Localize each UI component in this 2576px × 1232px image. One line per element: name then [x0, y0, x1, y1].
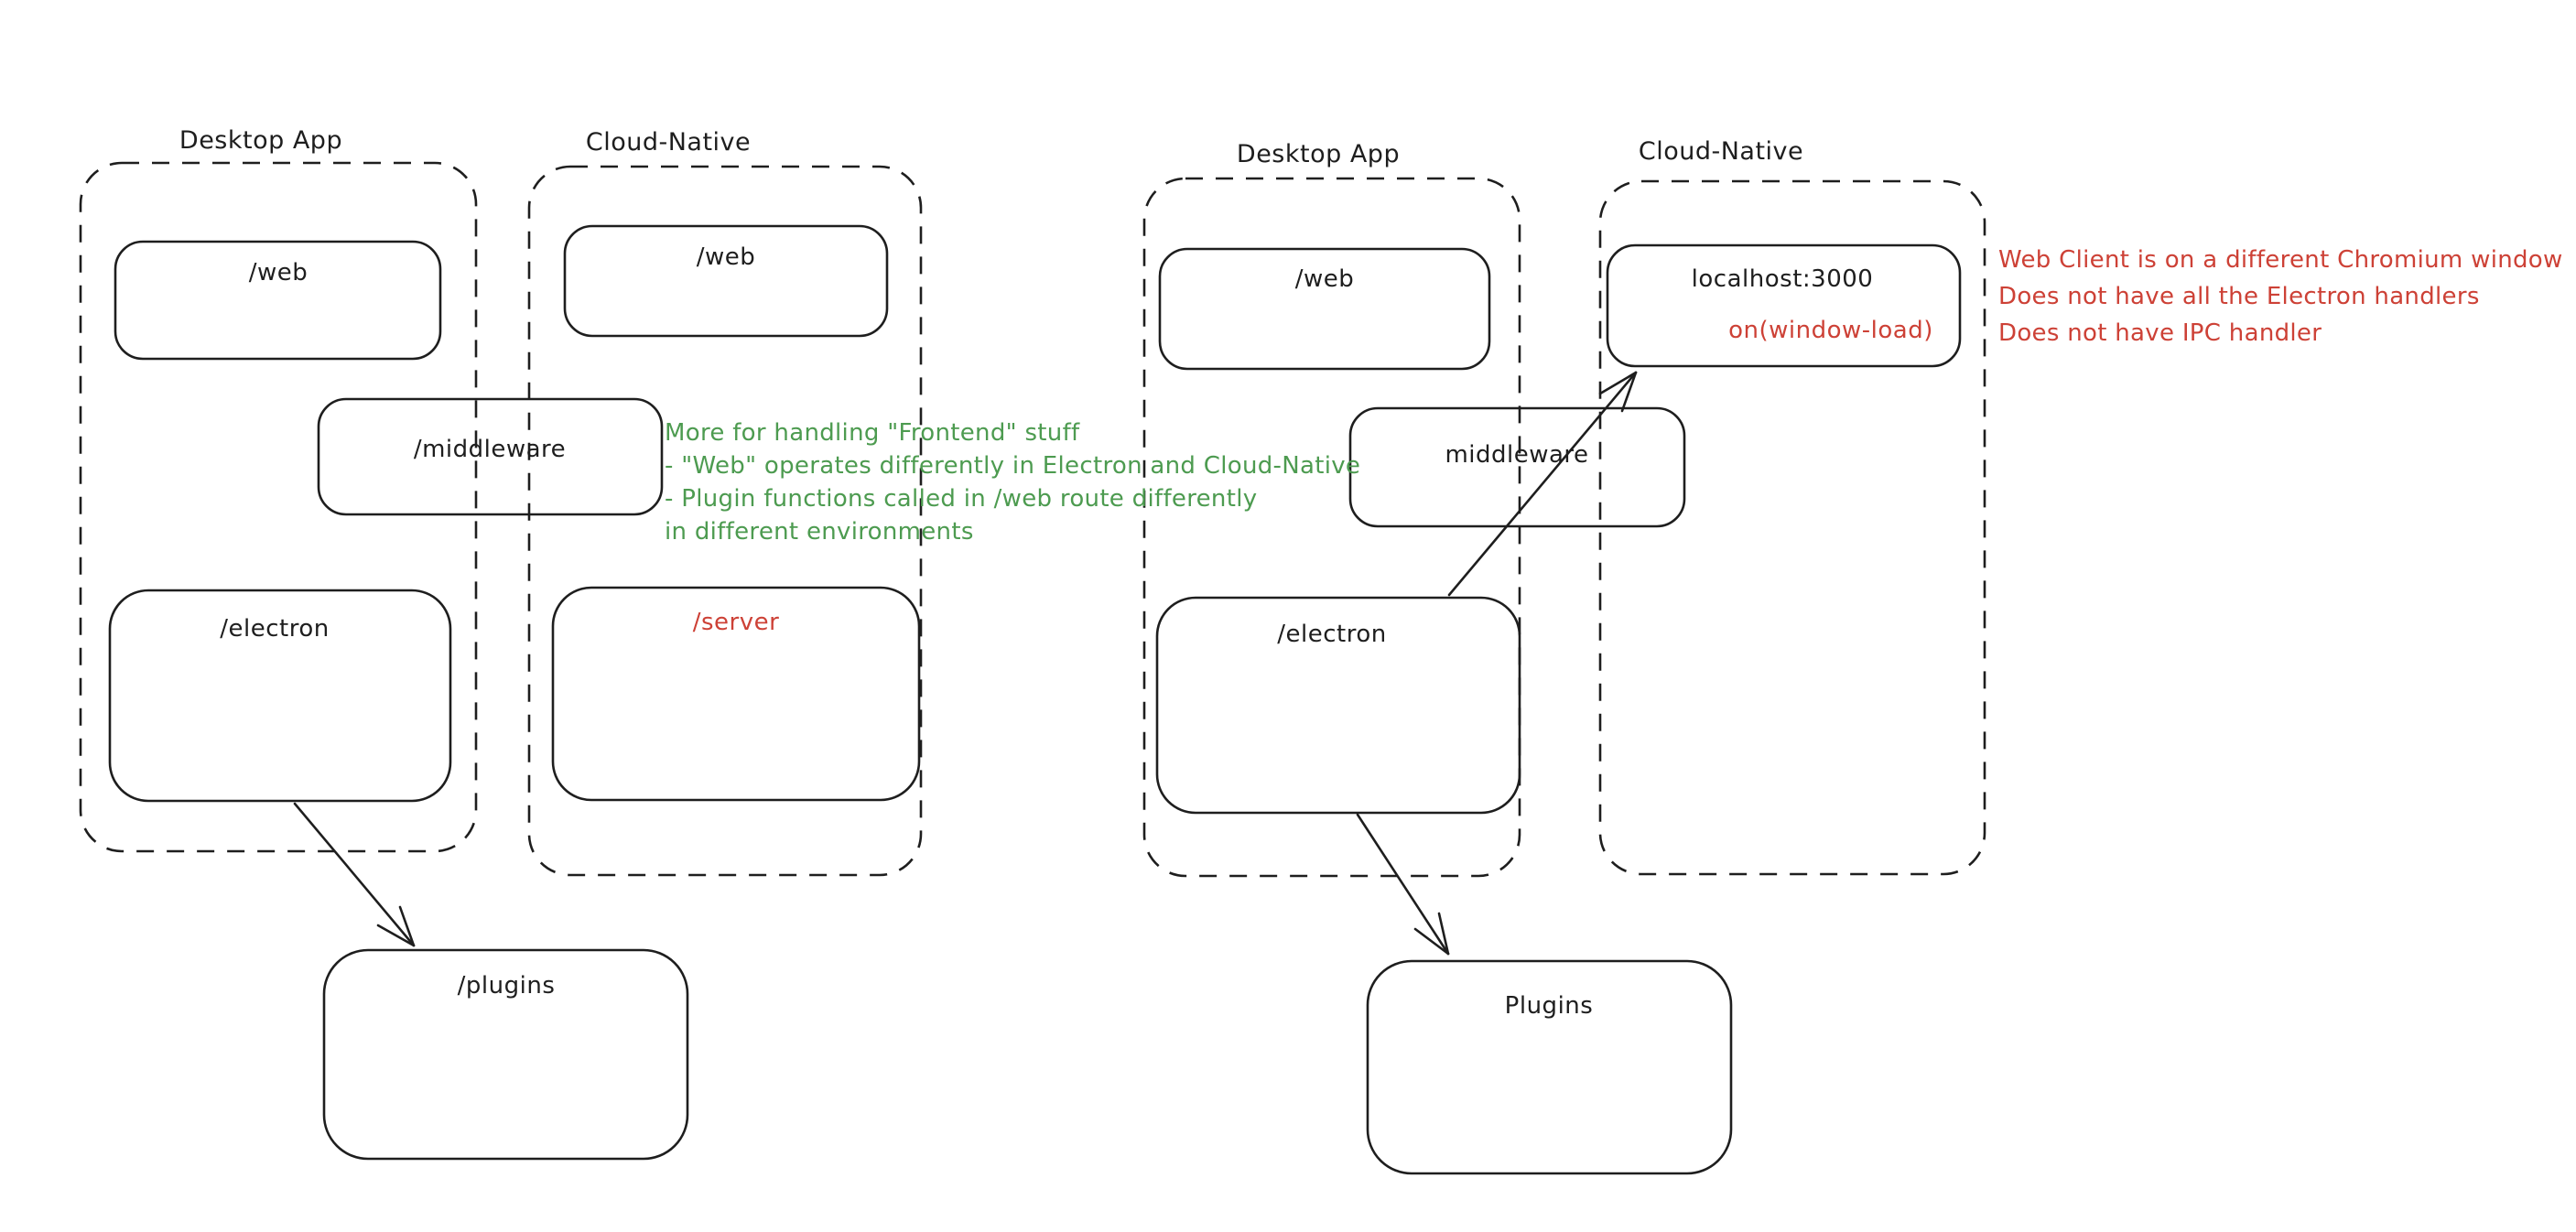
green-annotation: More for handling "Frontend" stuff - "We… [665, 416, 1360, 548]
red-annotation-line: Web Client is on a different Chromium wi… [1998, 246, 2563, 274]
left-middleware-label: /middleware [413, 436, 567, 463]
red-annotation-line: Does not have IPC handler [1998, 319, 2322, 347]
right-desktop-web-label: /web [1294, 265, 1355, 293]
right-desktop-app-label: Desktop App [1236, 140, 1401, 168]
right-electron-label: /electron [1277, 621, 1387, 648]
left-plugins-box [322, 948, 689, 1161]
left-cloud-native-container [527, 165, 923, 877]
right-desktop-web-box [1158, 247, 1491, 371]
left-server-box [551, 586, 921, 802]
right-middleware-box [1348, 406, 1686, 528]
left-server-label: /server [692, 609, 780, 636]
electron-to-plugins-arrow-right [1356, 813, 1450, 956]
electron-to-plugins-arrow-left [293, 802, 416, 947]
left-desktop-app-label: Desktop App [179, 126, 343, 155]
red-annotation-line: Does not have all the Electron handlers [1998, 283, 2480, 310]
red-annotation: Web Client is on a different Chromium wi… [1998, 242, 2563, 351]
green-annotation-line: in different environments [665, 518, 974, 546]
left-desktop-app-container [79, 161, 478, 853]
left-electron-box [108, 589, 452, 803]
right-cloud-native-label: Cloud-Native [1638, 137, 1804, 166]
right-window-load-label: on(window-load) [1728, 317, 1933, 344]
left-cloud-web-label: /web [696, 243, 756, 271]
right-localhost-label: localhost:3000 [1691, 265, 1874, 293]
left-desktop-web-label: /web [248, 259, 308, 286]
right-localhost-box [1606, 243, 1962, 368]
right-electron-box [1155, 596, 1521, 815]
right-plugins-box [1366, 959, 1733, 1175]
right-cloud-native-container [1598, 179, 1986, 876]
left-plugins-label: /plugins [457, 972, 556, 1000]
right-plugins-label: Plugins [1504, 992, 1594, 1020]
electron-to-localhost-arrow [1447, 371, 1638, 597]
green-annotation-line: - Plugin functions called in /web route … [665, 485, 1258, 513]
green-annotation-line: - "Web" operates differently in Electron… [665, 452, 1361, 480]
left-cloud-native-label: Cloud-Native [585, 128, 752, 157]
left-desktop-web-box [114, 240, 442, 361]
green-annotation-line: More for handling "Frontend" stuff [665, 419, 1080, 447]
left-cloud-web-box [563, 224, 889, 338]
left-middleware-box [317, 397, 664, 516]
left-electron-label: /electron [220, 615, 330, 643]
right-middleware-label: middleware [1445, 441, 1589, 469]
